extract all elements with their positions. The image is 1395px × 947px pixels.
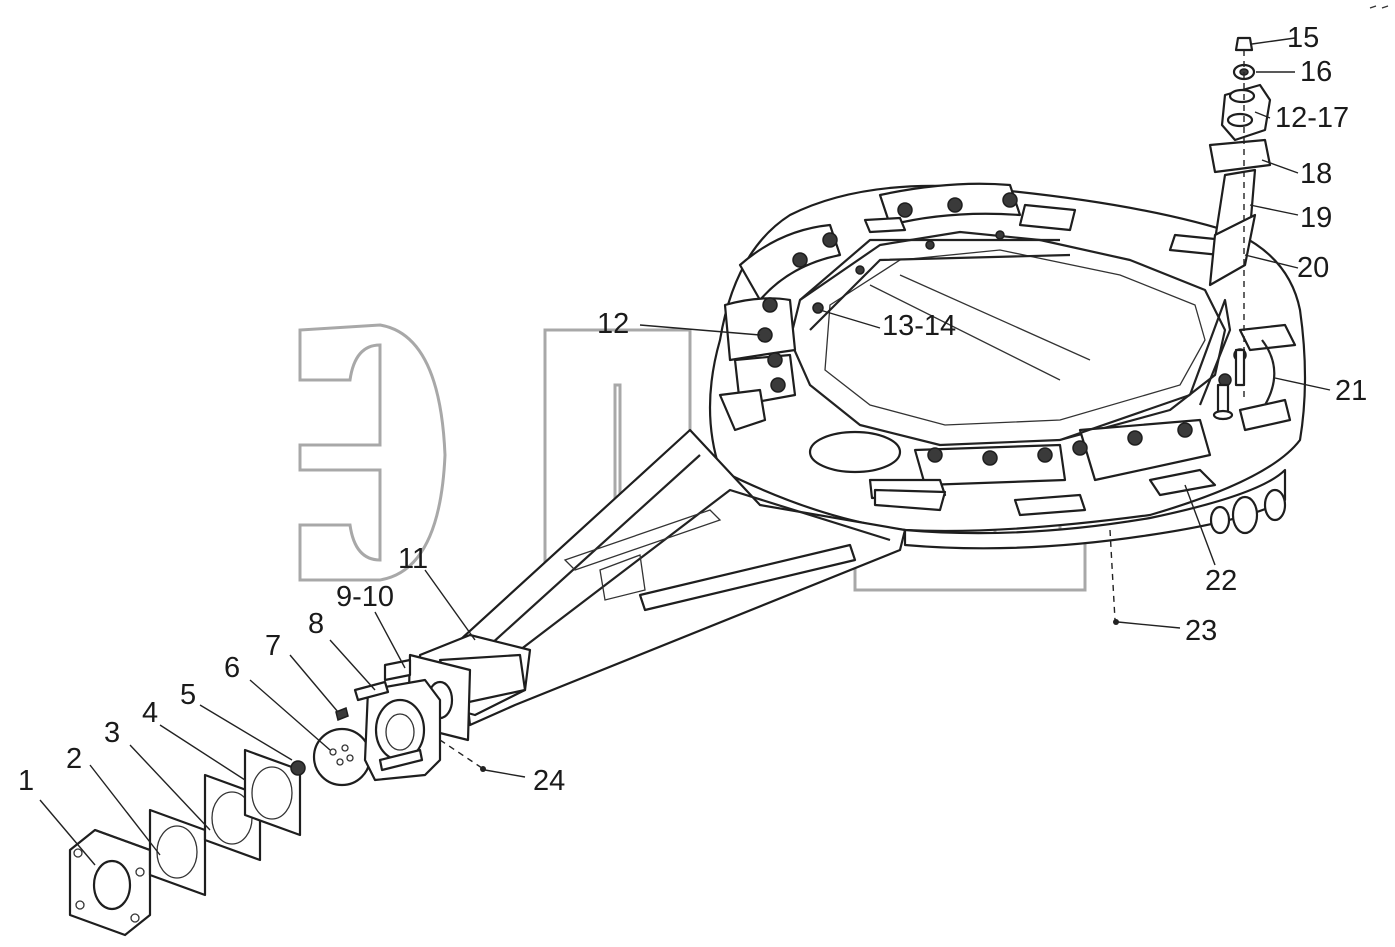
callout-4: 4 xyxy=(142,697,158,729)
upper-hardware-stack xyxy=(1208,36,1272,400)
callout-18: 18 xyxy=(1300,158,1332,190)
callout-3: 3 xyxy=(104,717,120,749)
callout-20: 20 xyxy=(1297,252,1329,284)
callout-16: 16 xyxy=(1300,56,1332,88)
callout-5: 5 xyxy=(180,679,196,711)
corner-mark xyxy=(1369,5,1389,9)
callout-labels: 1 2 3 4 5 6 7 8 9-10 11 12 13-14 15 16 1… xyxy=(18,22,1367,797)
callout-12: 12 xyxy=(597,308,629,340)
callout-8: 8 xyxy=(308,608,324,640)
callout-1: 1 xyxy=(18,765,34,797)
callout-15: 15 xyxy=(1287,22,1319,54)
blade-segments xyxy=(718,182,1297,517)
callout-21: 21 xyxy=(1335,375,1367,407)
callout-7: 7 xyxy=(265,630,281,662)
callout-19: 19 xyxy=(1300,202,1332,234)
callout-13-14: 13-14 xyxy=(882,310,956,342)
left-exploded-parts xyxy=(68,658,442,937)
callout-24: 24 xyxy=(533,765,565,797)
callout-12-17: 12-17 xyxy=(1275,102,1349,134)
callout-11: 11 xyxy=(398,543,428,575)
callout-9-10: 9-10 xyxy=(336,581,394,613)
leader-lines xyxy=(39,37,1331,866)
callout-2: 2 xyxy=(66,743,82,775)
callout-22: 22 xyxy=(1205,565,1237,597)
callout-23: 23 xyxy=(1185,615,1217,647)
callout-6: 6 xyxy=(224,652,240,684)
